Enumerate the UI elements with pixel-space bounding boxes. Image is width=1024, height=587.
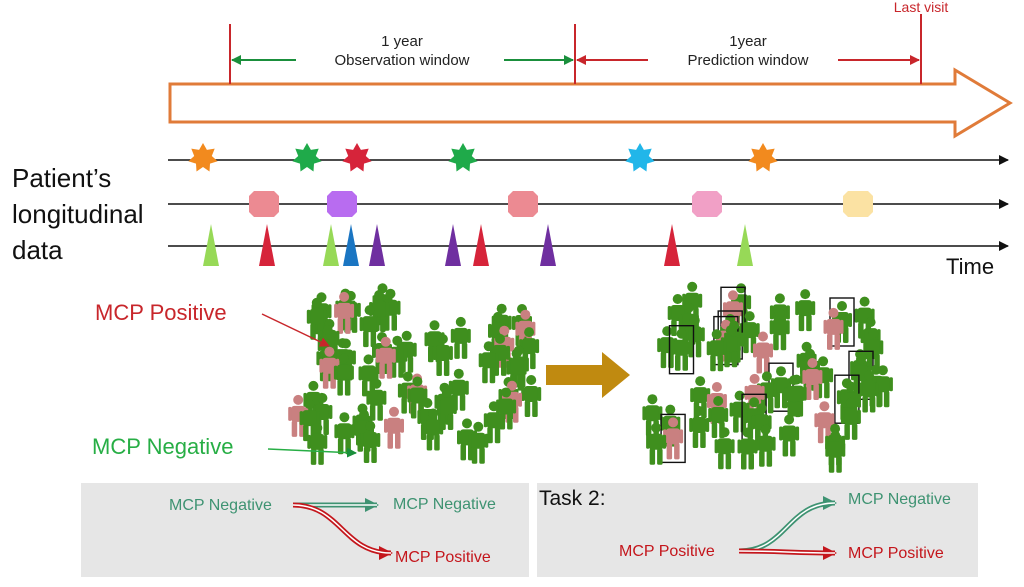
task2-title: Task 2: xyxy=(539,487,606,510)
triangle-event-5 xyxy=(369,224,385,266)
task2-diagram: MCP Positive MCP Negative MCP Positive xyxy=(619,491,951,562)
star-event-1 xyxy=(188,143,218,172)
star-event-3 xyxy=(342,143,372,172)
person-negative xyxy=(714,427,735,470)
task1-target-positive: MCP Positive xyxy=(395,549,491,566)
negative-pointer xyxy=(267,447,357,458)
star-event-2 xyxy=(292,143,322,172)
predicted-box xyxy=(668,325,695,375)
time-arrow xyxy=(168,67,1013,139)
person-negative xyxy=(334,412,355,455)
triangle-events xyxy=(203,224,753,266)
transition-arrow xyxy=(546,352,630,398)
prediction-title: 1year xyxy=(729,33,767,50)
triangle-event-9 xyxy=(664,224,680,266)
octagon-event-3 xyxy=(508,191,538,217)
star-events xyxy=(188,143,778,172)
timeline-header: 1 year Observation window 1year Predicti… xyxy=(168,0,1013,139)
octagon-event-4 xyxy=(692,191,722,217)
task2-target-positive: MCP Positive xyxy=(848,545,944,562)
prediction-subtitle: Prediction window xyxy=(688,52,809,69)
time-axis-label: Time xyxy=(946,254,995,279)
triangle-event-1 xyxy=(203,224,219,266)
task1-target-negative: MCP Negative xyxy=(393,496,496,513)
task2-target-negative: MCP Negative xyxy=(848,491,951,508)
person-negative xyxy=(737,427,758,470)
population-left xyxy=(288,283,542,465)
triangle-event-6 xyxy=(445,224,461,266)
mcp-positive-label: MCP Positive xyxy=(95,300,227,325)
last-visit-label: Last visit xyxy=(894,0,949,15)
triangle-event-2 xyxy=(259,224,275,266)
octagon-event-2 xyxy=(327,191,357,217)
triangle-event-4 xyxy=(343,224,359,266)
task1-source: MCP Negative xyxy=(169,497,272,514)
patient-label-line2: longitudinal xyxy=(12,199,144,229)
star-event-5 xyxy=(625,143,655,172)
octagon-events xyxy=(249,191,873,217)
triangle-event-7 xyxy=(473,224,489,266)
person-positive xyxy=(753,331,773,374)
patient-label-line1: Patient’s xyxy=(12,163,112,193)
person-negative xyxy=(366,378,387,421)
positive-pointer xyxy=(261,313,330,347)
person-negative xyxy=(450,316,471,359)
star-event-4 xyxy=(448,143,478,172)
triangle-event-3 xyxy=(323,224,339,266)
octagon-event-1 xyxy=(249,191,279,217)
mcp-negative-label: MCP Negative xyxy=(92,434,234,459)
task2-panel: MCP Positive MCP Negative MCP Positive xyxy=(537,483,978,577)
triangle-event-10 xyxy=(737,224,753,266)
observation-subtitle: Observation window xyxy=(334,52,469,69)
octagon-event-5 xyxy=(843,191,873,217)
triangle-event-8 xyxy=(540,224,556,266)
patient-label-line3: data xyxy=(12,235,63,265)
patient-data-label: Patient’s longitudinal data xyxy=(12,160,144,268)
task1-diagram: MCP Negative MCP Negative MCP Positive xyxy=(169,496,496,566)
task2-source: MCP Positive xyxy=(619,543,715,560)
person-negative xyxy=(779,414,800,457)
population-right xyxy=(642,281,893,473)
task1-panel: MCP Negative MCP Negative MCP Positive xyxy=(81,483,529,577)
person-positive xyxy=(384,406,404,449)
person-negative xyxy=(795,289,816,332)
event-lines xyxy=(168,155,1009,251)
star-event-6 xyxy=(748,143,778,172)
observation-title: 1 year xyxy=(381,33,423,50)
